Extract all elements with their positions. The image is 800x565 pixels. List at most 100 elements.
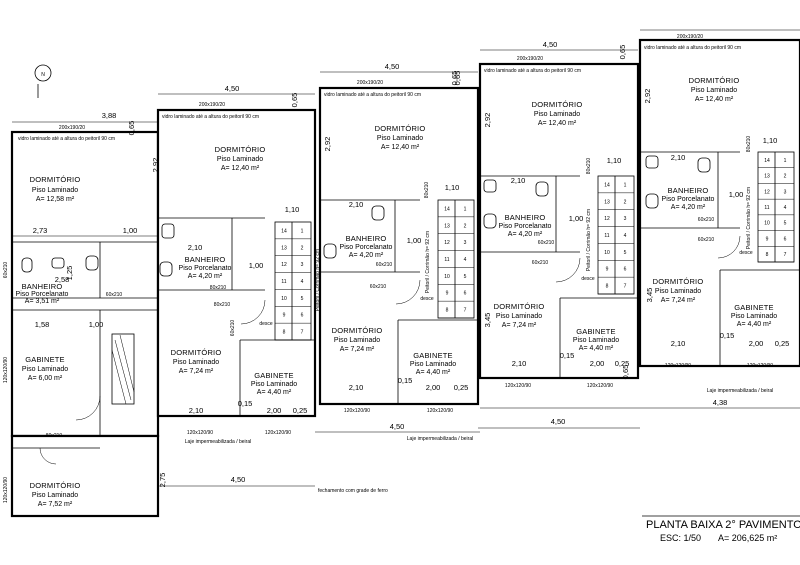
dimension: 4,50 [551, 417, 566, 426]
hatch [119, 334, 135, 393]
dimension: 4,50 [385, 62, 400, 71]
room-floor: Piso Laminado [334, 337, 380, 344]
room-title: DORMITÓRIO [30, 175, 81, 184]
stair-number: 3 [624, 216, 627, 222]
stair-number: 12 [604, 216, 610, 222]
stair-number: 6 [624, 267, 627, 273]
door-label: 80x210 [424, 182, 430, 199]
drawing-title: PLANTA BAIXA 2° PAVIMENTO [646, 519, 800, 531]
dimension: 1,00 [729, 190, 744, 199]
window-label: 120x120/90 [665, 363, 691, 369]
drawing-area: A= 206,625 m² [718, 533, 777, 543]
stair-number: 11 [764, 205, 769, 211]
dimension: 1,58 [35, 320, 50, 329]
unit-3-walls [318, 86, 480, 406]
stair-number: 2 [301, 245, 304, 251]
stair-number: 9 [446, 291, 449, 297]
room-area: A= 12,40 m² [381, 144, 420, 151]
room-floor: Piso Laminado [496, 313, 542, 320]
room-title: DORMITÓRIO [375, 124, 426, 133]
dimension: 2,10 [188, 243, 203, 252]
room-area: A= 7,24 m² [661, 297, 696, 304]
note: Laje impermeabilizada / beiral [707, 388, 773, 394]
door-label: 60x210 [698, 217, 715, 223]
unit-4-walls [478, 62, 640, 380]
stair-number: 2 [784, 174, 787, 180]
room-area: A= 7,52 m² [38, 501, 73, 508]
room-title: BANHEIRO [346, 234, 387, 243]
stair-number: 5 [301, 296, 304, 302]
room-title: GABINETE [576, 327, 616, 336]
dimension: 2,00 [749, 339, 764, 348]
window-label: 120x120/90 [3, 477, 9, 503]
note: Laje impermeabilizada / beiral [407, 436, 473, 442]
room-area: A= 12,40 m² [695, 96, 734, 103]
door-label: 60x210 [538, 240, 555, 246]
room-floor: Piso Porcelanato [16, 291, 69, 298]
stair-number: 12 [444, 240, 450, 246]
room-area: A= 4,20 m² [188, 273, 223, 280]
room-title: DORMITÓRIO [653, 277, 704, 286]
stair-number: 6 [464, 291, 467, 297]
dimension: 1,10 [763, 136, 778, 145]
stair-number: 12 [281, 262, 287, 268]
dimension: 2,58 [55, 275, 70, 284]
room-title: GABINETE [413, 351, 453, 360]
door-label: 60x210 [370, 284, 387, 290]
room-area: A= 7,24 m² [340, 346, 375, 353]
toilet-fixture [21, 257, 33, 273]
window-label: 120x120/90 [344, 408, 370, 414]
door-swing [555, 257, 581, 283]
stair-number: 14 [764, 158, 770, 164]
toilet-fixture [645, 193, 659, 209]
room-floor: Piso Laminado [217, 156, 263, 163]
dimension: 2,00 [426, 383, 441, 392]
stair-number: 3 [301, 262, 304, 268]
door-swing [240, 299, 266, 325]
door-swing [39, 447, 57, 465]
toilet-fixture [323, 243, 337, 259]
stair-void [111, 333, 135, 405]
stair-number: 7 [624, 284, 627, 290]
window-label: 200x190/20 [199, 102, 225, 108]
dimension: 0,65 [618, 45, 627, 60]
stair-number: 7 [464, 308, 467, 314]
dimension: 1,00 [407, 236, 422, 245]
dimension: 0,65 [621, 365, 630, 380]
room-area: A= 4,20 m² [349, 252, 384, 259]
room-floor: Piso Laminado [691, 87, 737, 94]
room-area: A= 7,24 m² [179, 368, 214, 375]
room-floor: Piso Porcelanato [179, 265, 232, 272]
dimension: 1,00 [249, 261, 264, 270]
door-swing [717, 235, 741, 259]
stair-number: 9 [766, 236, 769, 242]
room-floor: Piso Laminado [731, 313, 777, 320]
dimension: 1,00 [569, 214, 584, 223]
dimension: 2,75 [158, 473, 167, 488]
stair-number: 11 [444, 257, 449, 263]
dimension: 2,92 [151, 158, 160, 173]
door-label: 80x210 [210, 285, 227, 291]
stair-number: 7 [301, 330, 304, 336]
dimension: 2,92 [643, 89, 652, 104]
room-area: A= 4,20 m² [508, 231, 543, 238]
stair-number: 12 [764, 189, 770, 195]
stair-number: 13 [604, 199, 610, 205]
stair-number: 9 [283, 313, 286, 319]
dimension: 2,10 [671, 339, 686, 348]
stair-number: 3 [784, 189, 787, 195]
sink-fixture [161, 223, 175, 239]
hatch [114, 339, 132, 401]
window-label: 200x190/20 [357, 80, 383, 86]
dimension: 2,10 [189, 406, 204, 415]
dimension: 3,45 [483, 313, 492, 328]
dimension: 3,45 [645, 288, 654, 303]
rail-note: Peitoril / Corrimão h= 92 cm [746, 187, 752, 249]
toilet-fixture [483, 213, 497, 229]
room-title: DORMITÓRIO [332, 326, 383, 335]
sink-fixture [51, 257, 65, 269]
stair-direction: desce [739, 250, 753, 256]
